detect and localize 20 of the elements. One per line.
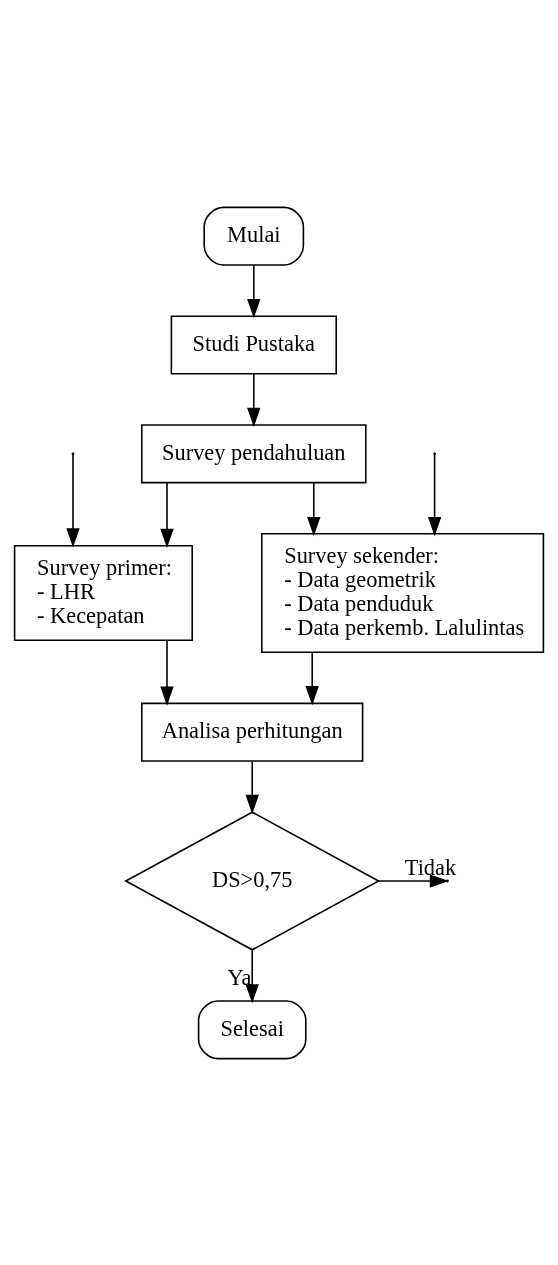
node-box: Survey primer: - LHR - Kecepatan (13, 544, 193, 641)
node-box: Survey sekender: - Data geometrik - Data penduduk - Data perkemb. Lalulintas (261, 532, 545, 653)
arrow (247, 264, 261, 318)
node-box: Survey pendahuluan (141, 423, 367, 483)
node-box: Analisa perhitungan (141, 702, 364, 762)
arrow (160, 639, 174, 706)
arrow (160, 481, 174, 548)
edge-label: Ya (227, 964, 252, 990)
node-box: Mulai (203, 206, 305, 266)
node-box: Studi Pustaka (170, 314, 337, 375)
arrow (427, 453, 442, 536)
arrow (66, 453, 80, 547)
arrow (245, 948, 259, 1003)
arrow (245, 760, 259, 814)
edge-label: Tidak (404, 854, 457, 880)
node-box: Selesai (197, 999, 307, 1059)
node-diamond: DS>0,75 (124, 810, 381, 951)
arrow (247, 372, 261, 427)
arrow (307, 481, 321, 536)
arrow (305, 651, 319, 705)
